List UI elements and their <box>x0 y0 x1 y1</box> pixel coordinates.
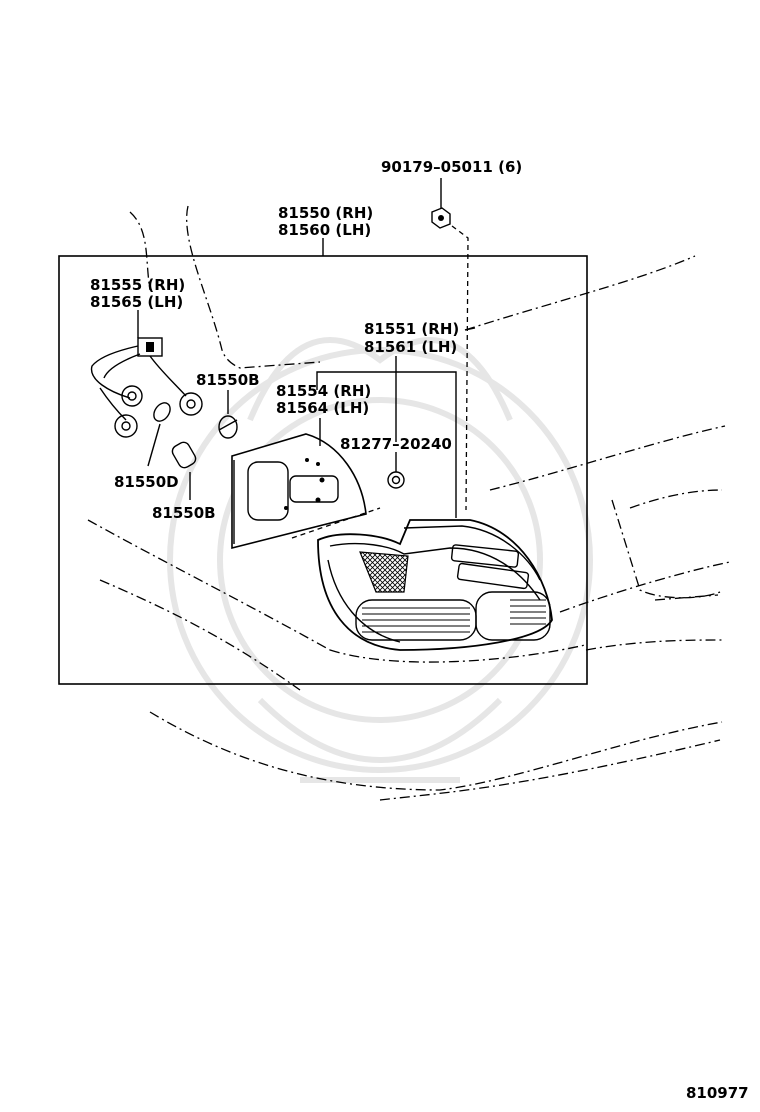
label-nut-90179: 90179–05011 (6) <box>381 158 522 176</box>
gasket-icon <box>231 433 367 550</box>
socket-wire-harness-icon <box>90 337 203 438</box>
lens-bracket-leader <box>316 371 457 518</box>
label-lens-rh: 81551 (RH) <box>364 320 459 338</box>
vehicle-body-outline <box>87 205 731 801</box>
label-grommet: 81277–20240 <box>340 435 452 453</box>
nut-icon <box>431 207 451 229</box>
label-assy-rh: 81550 (RH) <box>278 204 373 222</box>
figure-number: 810977 <box>686 1084 749 1102</box>
bulb-d-leader <box>147 423 161 467</box>
bulb-81550B-lower-icon <box>171 441 197 469</box>
label-bulb-lower: 81550B <box>152 504 216 522</box>
nut-path <box>451 225 469 511</box>
bulb-81550D-icon <box>153 402 171 422</box>
watermark-emblem <box>167 337 593 783</box>
label-socket-lh: 81565 (LH) <box>90 293 183 311</box>
label-socket-rh: 81555 (RH) <box>90 276 185 294</box>
tail-lamp-lens-icon <box>317 519 553 651</box>
label-bulb-upper: 81550B <box>196 371 260 389</box>
label-bulb-d: 81550D <box>114 473 179 491</box>
label-gasket-rh: 81554 (RH) <box>276 382 371 400</box>
grommet-icon <box>387 471 405 489</box>
bulb-81550B-upper-icon <box>218 415 238 439</box>
label-lens-lh: 81561 (LH) <box>364 338 457 356</box>
lens-right-leader <box>464 327 476 331</box>
label-assy-lh: 81560 (LH) <box>278 221 371 239</box>
label-gasket-lh: 81564 (LH) <box>276 399 369 417</box>
gasket-dotted-path <box>291 507 381 539</box>
